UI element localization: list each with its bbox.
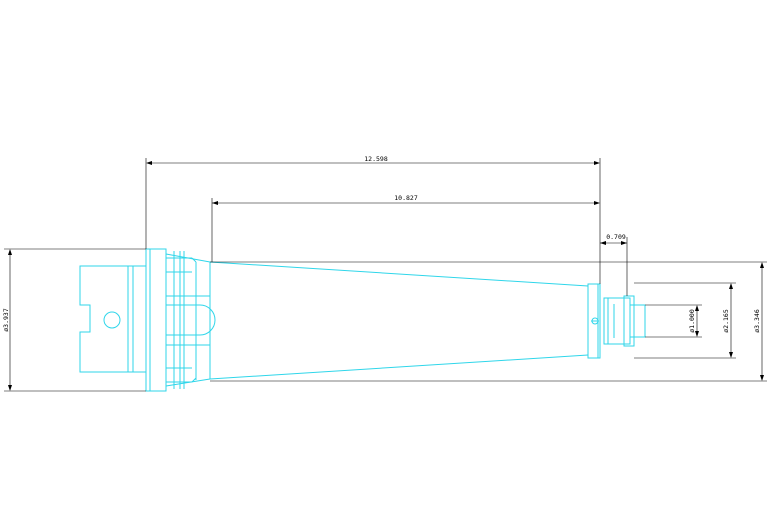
taper-top (209, 261, 589, 287)
taper-bottom (209, 354, 589, 380)
dimension-lines (4, 158, 767, 392)
shank-outline (79, 265, 146, 373)
nose-length-label: 0.709 (606, 233, 626, 241)
nose (587, 283, 601, 359)
overall-length-label: 12.598 (364, 155, 388, 163)
taper-diameter-label: ø3.346 (753, 309, 761, 333)
flange-diameter-label: ø3.937 (2, 308, 10, 332)
tool-holder-outline (79, 248, 646, 392)
shank-hole (103, 311, 121, 329)
drive-slot (166, 304, 216, 336)
taper-length-label: 10.827 (394, 194, 418, 202)
bore-diameter-label: ø1.000 (688, 309, 696, 333)
flange (145, 248, 167, 392)
nose-diameter-label: ø2.165 (722, 309, 730, 333)
